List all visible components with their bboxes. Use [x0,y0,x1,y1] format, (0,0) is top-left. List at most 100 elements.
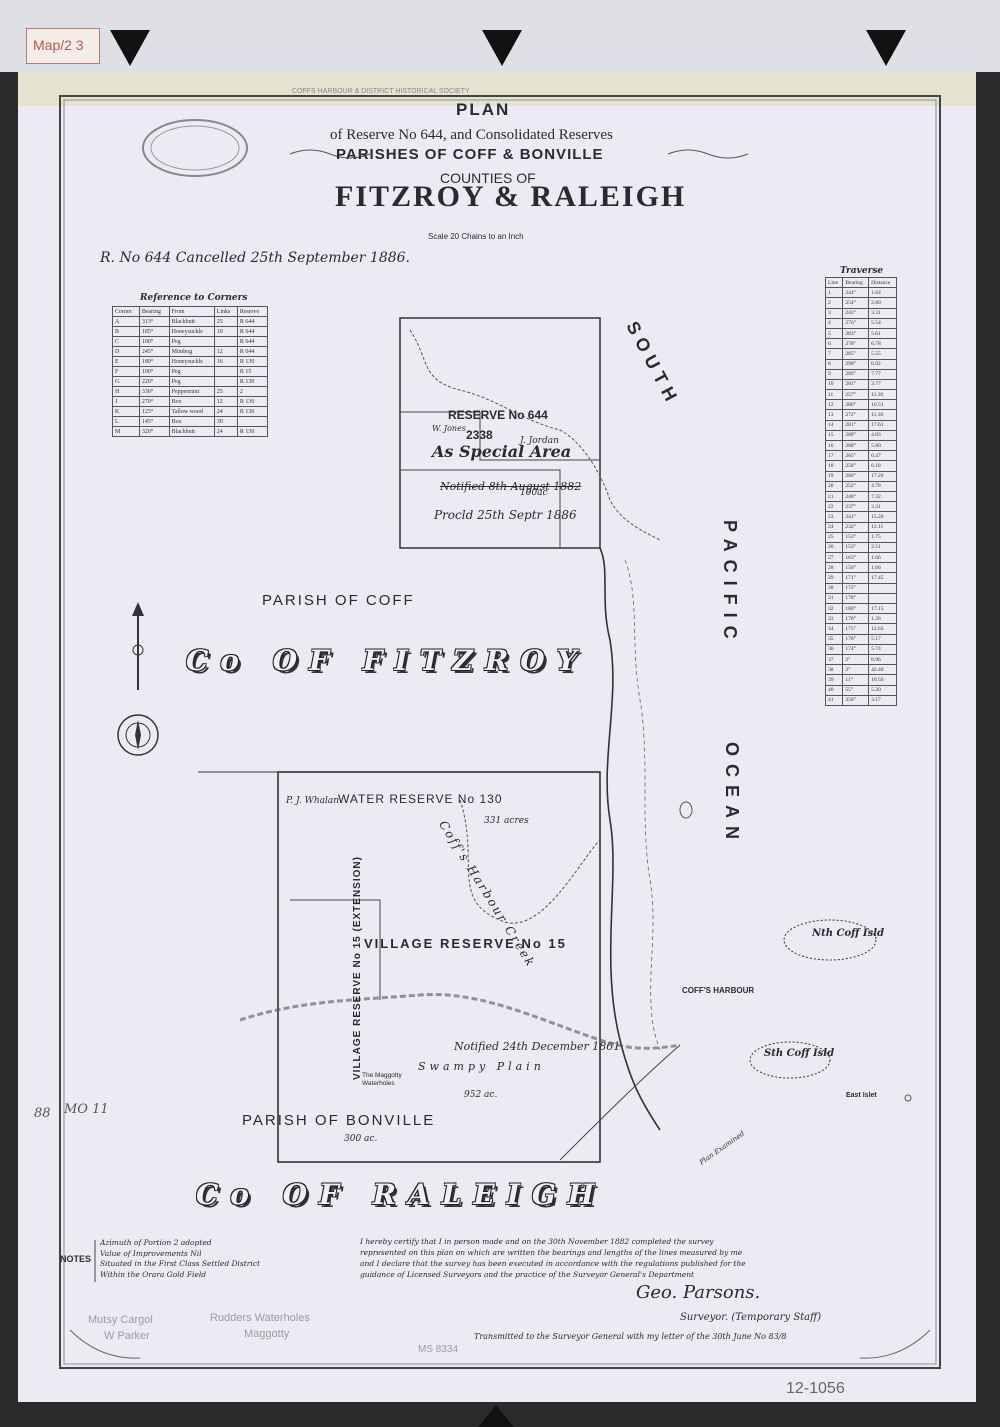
table-cell: 281° [842,378,870,391]
stamp-text: COFFS HARBOUR & DISTRICT HISTORICAL SOCI… [292,88,470,95]
table-cell: 178° [842,592,870,605]
surveyor-title: Surveyor. (Temporary Staff) [680,1312,822,1323]
table-cell: 265° [842,450,870,462]
table-cell: 7 [824,348,844,360]
table-cell: 276° [842,317,870,329]
table-cell: 125° [138,406,170,417]
cancel-note: R. No 644 Cancelled 25th September 1886. [100,250,410,266]
north-arrow-icon [117,602,159,756]
table-cell: 19 [824,470,844,482]
table-cell: 100° [138,366,170,377]
coastline-inner [624,559,661,1051]
table-cell: 5.20 [868,684,897,696]
table-cell: 5.61 [868,327,897,340]
table-cell: 243° [842,307,870,319]
certificate: I hereby certify that I in person made a… [360,1236,746,1280]
table-cell: 5.74 [868,643,897,655]
table-cell: 6.18 [868,460,897,472]
certificate-line: and I declare that the survey has been e… [360,1259,746,1268]
transmitted-note: Transmitted to the Surveyor General with… [474,1332,787,1341]
table-cell: 285° [842,348,870,360]
label-co-raleigh: Co OF RALEIGH [196,1178,607,1211]
title-parishes: PARISHES OF COFF & BONVILLE [336,146,604,163]
label-reserve-644: RESERVE No 644 [448,408,548,422]
clip-center-icon [482,30,522,66]
table-cell [868,592,897,605]
society-stamp-inner [150,125,240,171]
table-cell [213,366,238,377]
table-cell: R 644 [236,336,269,347]
label-procl: Procld 25th Septr 1886 [434,508,577,522]
clip-left-icon [110,30,150,66]
table-cell: 289° [842,368,870,380]
label-p-whalan: P. J. Whalan [286,796,340,806]
table-cell: 330° [138,386,170,397]
table-cell: 245° [138,346,170,357]
table-cell: 283° [842,327,870,340]
table-cell: 12 [824,399,844,411]
table-cell: 358° [842,694,870,706]
table-cell: 172° [842,582,870,594]
table-cell: 1.66 [868,562,897,574]
table-cell: 258° [842,460,870,472]
table-header-cell: Reserve [236,306,269,317]
table-cell: 38 [824,664,844,676]
clip-right-icon [866,30,906,66]
track-line [559,1044,681,1161]
table-cell: 30 [824,582,844,594]
islet-rock [679,801,693,819]
table-cell: 4 [824,317,844,329]
table-cell: M [112,426,140,437]
table-cell: Honeysuckle [168,326,215,337]
table-cell: 2° [842,664,870,676]
label-notified-dec: Notified 24th December 1861 [454,1040,621,1053]
margin-88: 88 [34,1106,51,1121]
label-co-fitzroy: Co OF FITZROY [186,644,589,677]
table-cell: C [112,336,140,347]
table-cell: 4.83 [868,429,897,442]
table-cell: 237° [842,501,870,513]
table-cell: 55° [842,684,870,696]
table-cell: 16 [213,356,238,367]
table-cell: 3 [824,307,844,319]
label-parish-bonville: PARISH OF BONVILLE [242,1112,436,1129]
label-maggotty: The Maggotty Waterholes [362,1072,402,1087]
table-cell: 241° [842,511,870,523]
table-cell: 257° [842,389,870,401]
table-cell: 12.11 [868,521,897,533]
table-cell: Honeysuckle [168,356,215,367]
table-cell: 3.17 [868,694,897,706]
table-cell: 15.20 [868,511,897,523]
label-pacific: PACIFIC [720,520,740,647]
corner-tag: Map/2 3 [26,28,100,64]
table-cell: 298° [842,358,870,370]
title-scale: Scale 20 Chains to an Inch [428,232,524,241]
scroll-left [69,1329,141,1359]
creek-line [409,329,661,541]
table-cell: 25 [824,531,844,543]
table-cell: 17 [824,450,844,462]
table-cell: 175° [842,623,870,635]
table-cell: H [112,386,140,397]
label-village-reserve: VILLAGE RESERVE No 15 [364,936,567,951]
portion-line [400,411,600,461]
village-reserve-boundary [277,771,601,1163]
table-cell: 28 [824,562,844,574]
table-cell: 254° [842,297,870,309]
label-north-coff-island: Nth Coff Isld [812,928,884,939]
